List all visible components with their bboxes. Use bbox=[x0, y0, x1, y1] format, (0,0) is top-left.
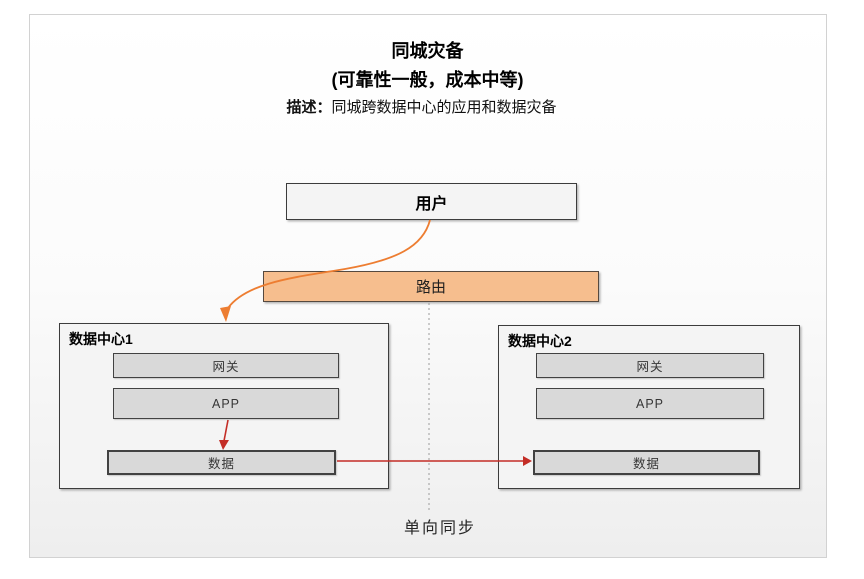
dc1-gateway-layer: 网关 bbox=[113, 353, 339, 378]
user-node-label: 用户 bbox=[415, 195, 448, 213]
user-node: 用户 bbox=[286, 183, 577, 220]
router-node-label: 路由 bbox=[415, 279, 446, 296]
dc2-data-layer: 数据 bbox=[533, 450, 760, 475]
dc2-data-label: 数据 bbox=[632, 457, 660, 471]
datacenter2-label: 数据中心2 bbox=[508, 333, 572, 349]
dc1-app-layer: APP bbox=[113, 388, 339, 419]
diagram-title: 同城灾备 bbox=[391, 41, 464, 61]
dc2-gateway-layer: 网关 bbox=[536, 353, 764, 378]
dc2-app-layer: APP bbox=[536, 388, 764, 419]
diagram-description: 描述：同城跨数据中心的应用和数据灾备 bbox=[29, 99, 814, 117]
dc2-gateway-label: 网关 bbox=[636, 360, 664, 374]
description-text: 同城跨数据中心的应用和数据灾备 bbox=[331, 99, 557, 116]
datacenter2-box: 数据中心2 网关 APP 数据 bbox=[498, 325, 800, 489]
dc1-data-layer: 数据 bbox=[107, 450, 336, 475]
datacenter1-box: 数据中心1 网关 APP 数据 bbox=[59, 323, 389, 489]
diagram-subtitle: (可靠性一般，成本中等) bbox=[331, 70, 524, 90]
description-label: 描述： bbox=[286, 99, 332, 116]
dc1-app-label: APP bbox=[211, 396, 240, 411]
dc1-data-label: 数据 bbox=[207, 457, 235, 471]
sync-annotation: 单向同步 bbox=[403, 520, 476, 537]
datacenter1-label: 数据中心1 bbox=[69, 331, 133, 347]
dc2-app-label: APP bbox=[635, 396, 664, 411]
dc1-gateway-label: 网关 bbox=[212, 360, 240, 374]
router-node: 路由 bbox=[263, 271, 599, 302]
